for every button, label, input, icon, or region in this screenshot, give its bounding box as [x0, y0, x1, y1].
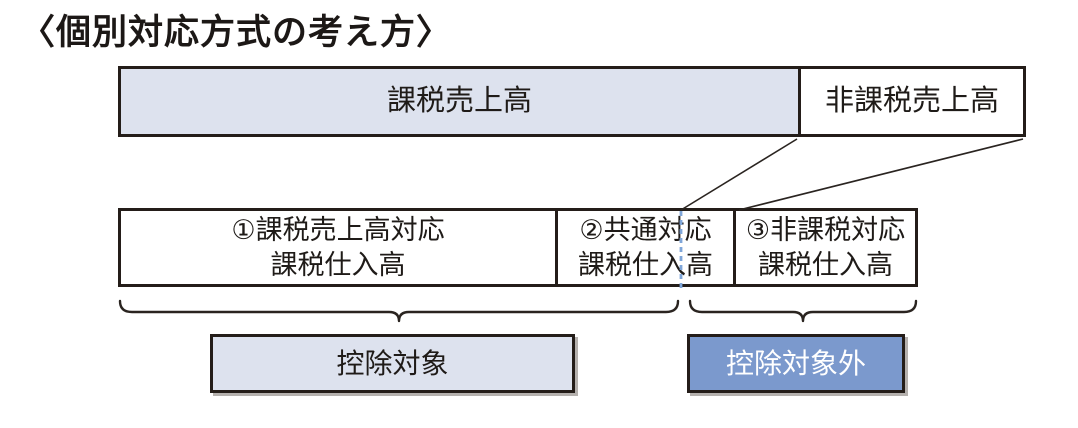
nondeductible-box: 控除対象外	[687, 334, 905, 393]
nontaxable-sales-box: 非課税売上高	[798, 66, 1026, 137]
common-correspondence-purchase-box: ②共通対応 課税仕入高	[555, 208, 736, 287]
connector-line-right	[738, 138, 1024, 211]
nondeductible-label: 控除対象外	[725, 348, 866, 379]
purchase-box2-line2: 課税仕入高	[578, 249, 713, 280]
taxable-correspondence-purchase-box: ①課税売上高対応 課税仕入高	[118, 208, 558, 287]
connector-line-left	[680, 138, 798, 211]
purchase-box3-line1: ③非課税対応	[745, 214, 906, 245]
deductible-brace	[118, 299, 680, 323]
taxable-sales-label: 課税売上高	[386, 85, 532, 118]
purchase-box3-line2: 課税仕入高	[758, 249, 893, 280]
purchase-box1-line2: 課税仕入高	[270, 249, 406, 280]
nondeductible-brace	[688, 299, 918, 323]
diagram-title: 〈個別対応方式の考え方〉	[20, 13, 453, 52]
nontaxable-sales-label: 非課税売上高	[824, 85, 999, 118]
purchase-box2-line1: ②共通対応	[579, 214, 712, 245]
deductible-label: 控除対象	[336, 348, 449, 379]
taxable-sales-box: 課税売上高	[118, 66, 801, 137]
nontaxable-correspondence-purchase-box: ③非課税対応 課税仕入高	[733, 208, 918, 287]
purchase-box1-line1: ①課税売上高対応	[231, 214, 445, 245]
deductible-box: 控除対象	[210, 334, 575, 393]
